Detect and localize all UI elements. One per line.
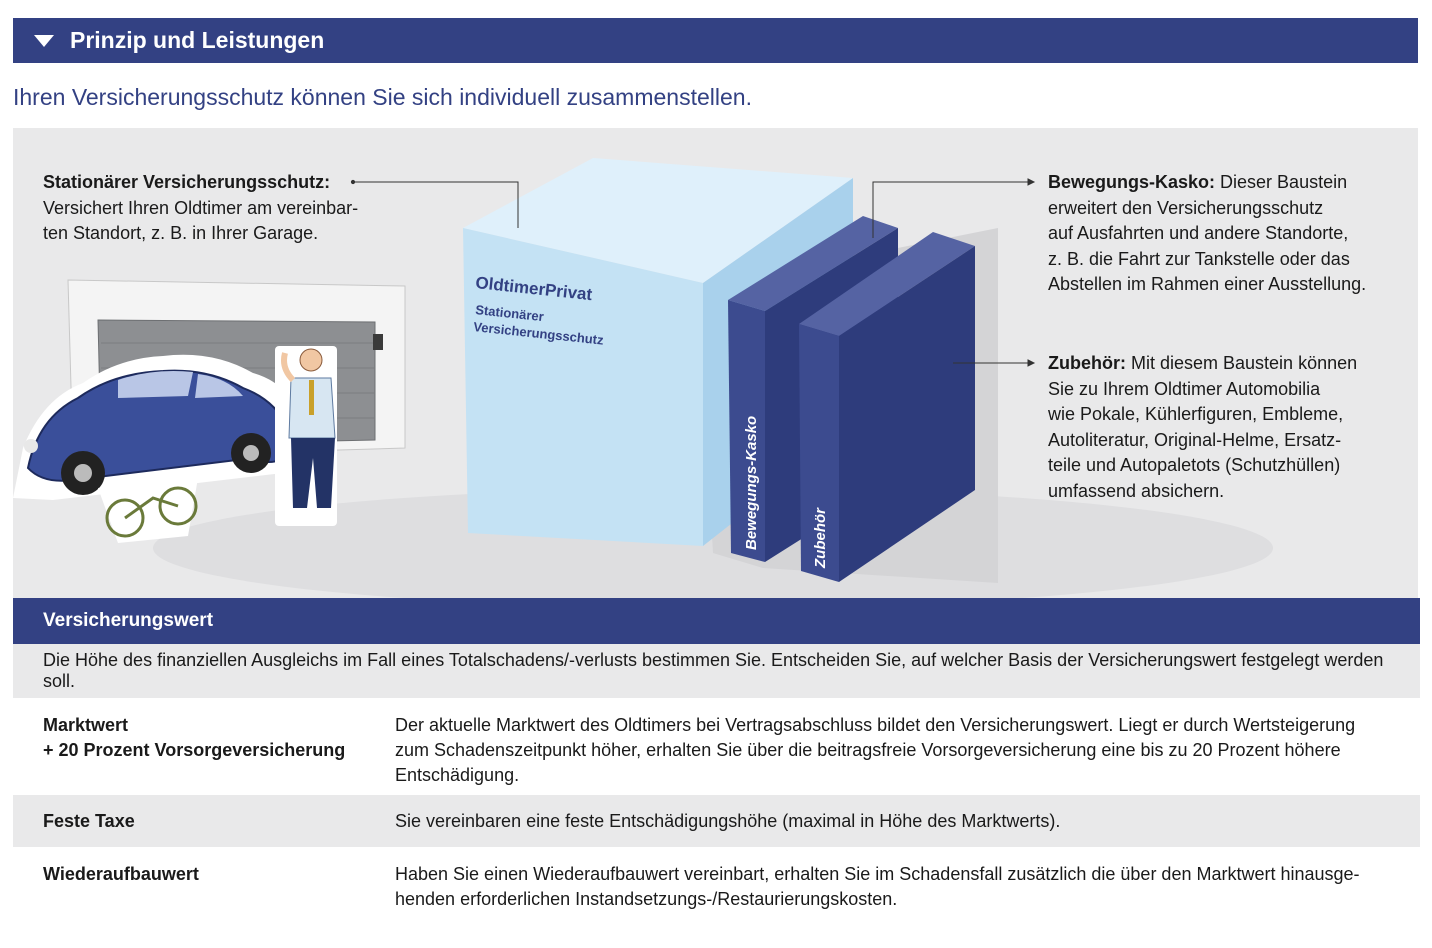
zubehoer-block xyxy=(799,232,975,582)
row-key: Marktwert + 20 Prozent Vorsorgeversicher… xyxy=(43,715,346,760)
versicherungswert-intro: Die Höhe des finanziellen Ausgleichs im … xyxy=(13,644,1420,698)
man-illustration xyxy=(275,346,337,526)
illustration-panel: OldtimerPrivat Stationärer Versicherungs… xyxy=(13,128,1418,598)
table-row: Marktwert + 20 Prozent Vorsorgeversicher… xyxy=(13,698,1420,795)
subtitle: Ihren Versicherungsschutz können Sie sic… xyxy=(13,84,752,110)
book2-label: Zubehör xyxy=(812,507,829,569)
bicycle-illustration xyxy=(98,478,198,543)
row-value: Sie vereinbaren eine feste Entschädigung… xyxy=(395,811,1061,831)
row-key: Wiederaufbauwert xyxy=(43,864,199,884)
row-value: Der aktuelle Marktwert des Oldtimers bei… xyxy=(395,715,1356,785)
zubehoer-heading: Zubehör: xyxy=(1048,353,1126,373)
leader-line-stationary xyxy=(353,181,519,228)
versicherungswert-title: Versicherungswert xyxy=(43,610,214,631)
versicherungswert-header: Versicherungswert xyxy=(13,598,1420,644)
kasko-text: Bewegungs-Kasko: Dieser Baustein erweite… xyxy=(1048,172,1367,294)
table-row: Feste Taxe Sie vereinbaren eine feste En… xyxy=(13,795,1420,847)
book1-label: Bewegungs-Kasko xyxy=(743,416,760,550)
stationary-heading: Stationärer Versicherungsschutz: xyxy=(43,172,331,192)
illustration-graphic: OldtimerPrivat Stationärer Versicherungs… xyxy=(13,158,1273,598)
leader-line-kasko xyxy=(872,181,1028,238)
cube-subtitle-1: Stationärer xyxy=(475,302,545,324)
section-title: Prinzip und Leistungen xyxy=(70,27,325,53)
section-header-prinzip[interactable]: Prinzip und Leistungen xyxy=(13,18,1418,63)
collapse-triangle-icon[interactable] xyxy=(34,34,54,47)
car-illustration xyxy=(13,354,313,500)
stationary-text: Stationärer Versicherungsschutz: Versich… xyxy=(43,172,359,243)
kasko-heading: Bewegungs-Kasko: xyxy=(1048,172,1216,192)
row-key: Feste Taxe xyxy=(43,811,135,831)
row-value: Haben Sie einen Wiederaufbauwert vereinb… xyxy=(395,864,1360,909)
table-row: Wiederaufbauwert Haben Sie einen Wiedera… xyxy=(13,847,1420,931)
zubehoer-text: Zubehör: Mit diesem Baustein können Sie … xyxy=(1048,353,1358,501)
